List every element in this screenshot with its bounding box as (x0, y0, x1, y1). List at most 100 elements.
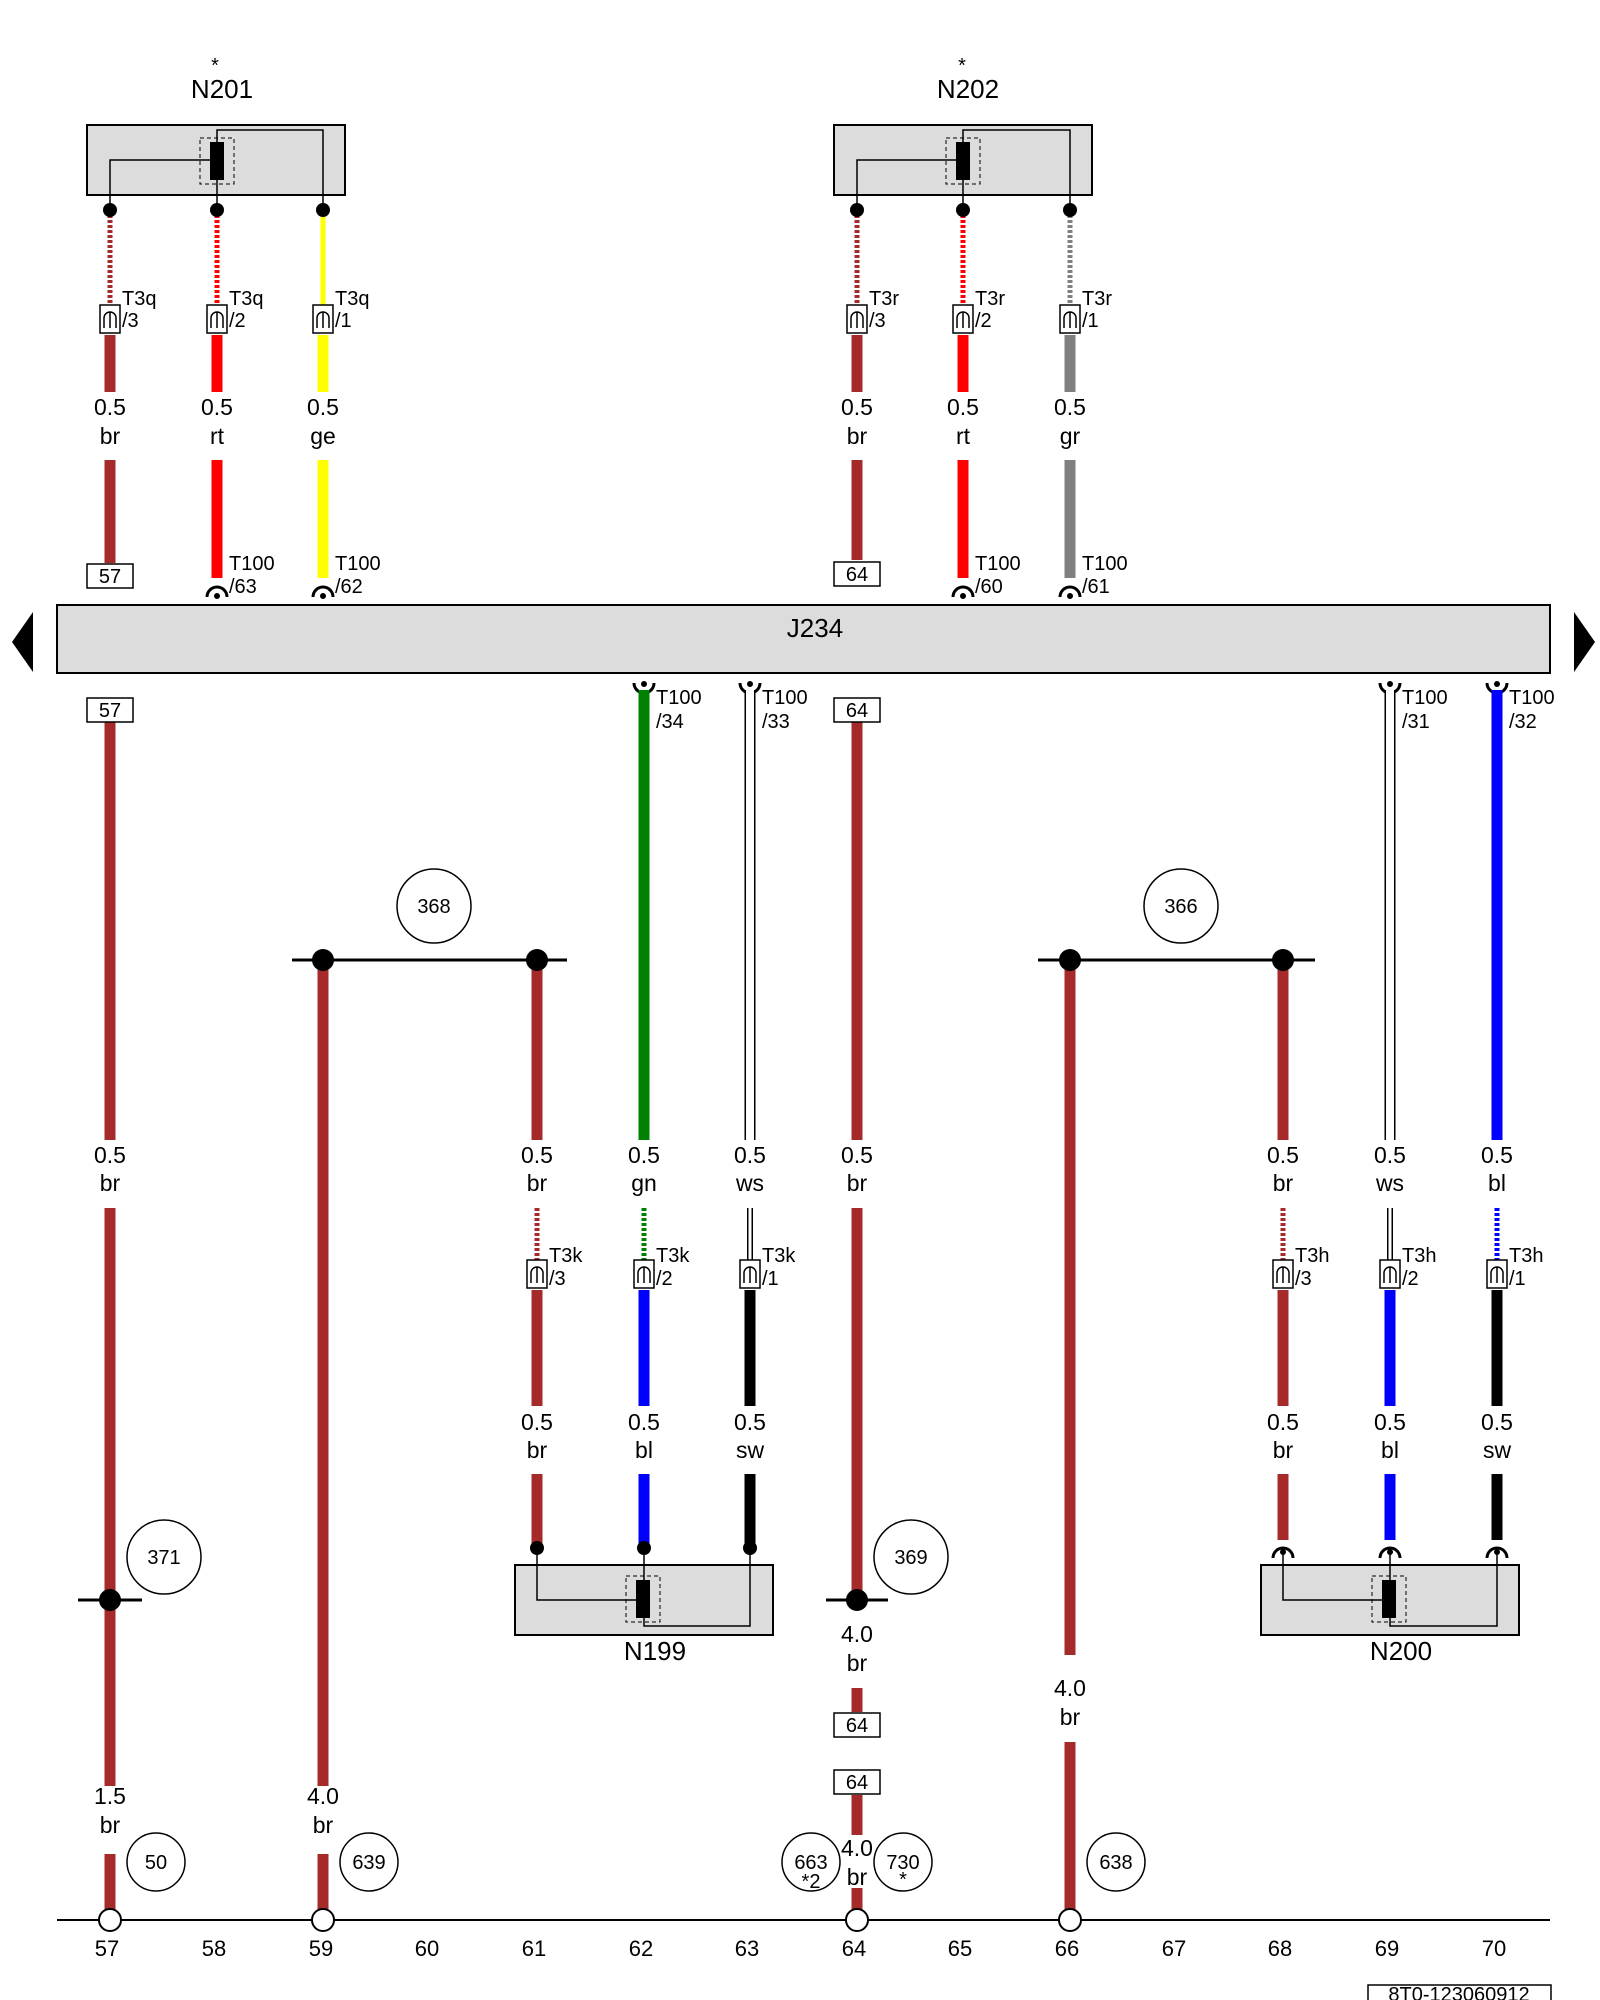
wire-size: 4.0 (1054, 1675, 1086, 1701)
wire-color: br (100, 423, 121, 449)
wire-color: br (847, 423, 868, 449)
connector-symbols-top (99, 304, 1081, 334)
t100-pin: /32 (1509, 711, 1537, 733)
column-number: 66 (1055, 1936, 1079, 1961)
connector-pin: /1 (1509, 1268, 1526, 1290)
wire-size: 0.5 (628, 1142, 660, 1168)
circle-label: 368 (417, 896, 450, 918)
wire-size: 4.0 (841, 1835, 873, 1861)
wire-color: br (847, 1170, 868, 1196)
column-number: 62 (629, 1936, 653, 1961)
ref-box-label: 57 (99, 566, 121, 588)
wire-labels-lower: 0.5 br 0.5 br 0.5 gn 0.5 ws 0.5 br 0.5 b… (94, 1142, 1513, 1890)
t100-pin: /33 (762, 711, 790, 733)
connector-symbols-lower (526, 1259, 1508, 1289)
t100-pin: /31 (1402, 711, 1430, 733)
wire-size: 0.5 (1481, 1142, 1513, 1168)
column-number: 58 (202, 1936, 226, 1961)
wire-color: br (100, 1170, 121, 1196)
connector-pin: /3 (549, 1268, 566, 1290)
component-n199[interactable]: N199 (514, 1541, 774, 1666)
wire-size: 0.5 (94, 1142, 126, 1168)
wire-color: br (847, 1864, 868, 1890)
component-n202[interactable]: N202 * (833, 55, 1093, 210)
ref-box-label: 57 (99, 700, 121, 722)
column-number: 65 (948, 1936, 972, 1961)
connector-pin: /3 (122, 310, 139, 332)
n202-star: * (958, 55, 966, 77)
connector-pin: /2 (975, 310, 992, 332)
t100-pin: /63 (229, 576, 257, 598)
t100-pins-bottom: T100 /34 T100 /33 T100 /31 T100 /32 (632, 681, 1555, 733)
wire-color: br (527, 1170, 548, 1196)
circle-note: * (899, 1869, 907, 1891)
circle-label: 663 (794, 1852, 827, 1874)
wire-size: 0.5 (734, 1409, 766, 1435)
wire-color: br (1060, 1704, 1081, 1730)
wire-size: 0.5 (1267, 1142, 1299, 1168)
wire-size: 0.5 (1374, 1142, 1406, 1168)
connector-pin: /3 (1295, 1268, 1312, 1290)
column-number: 63 (735, 1936, 759, 1961)
circle-label: 369 (894, 1547, 927, 1569)
circle-label: 371 (147, 1547, 180, 1569)
wire-color: rt (956, 423, 971, 449)
wire-size: 0.5 (947, 394, 979, 420)
reference-circles: 368 366 371 369 50 639 663 *2 730 * 638 (126, 868, 1219, 1893)
connector-labels-lower: T3k /3 T3k /2 T3k /1 T3h /3 T3h /2 T3h /… (549, 1245, 1543, 1290)
connector-name: T3r (975, 288, 1005, 310)
wire-size: 4.0 (307, 1783, 339, 1809)
wire-color: ws (1375, 1170, 1404, 1196)
wire-color: bl (1381, 1437, 1399, 1463)
connector-pin: /2 (656, 1268, 673, 1290)
circle-label: 366 (1164, 896, 1197, 918)
wire-color: br (100, 1812, 121, 1838)
wire-size: 0.5 (1481, 1409, 1513, 1435)
t100-pin: /34 (656, 711, 684, 733)
t100-pin: /60 (975, 576, 1003, 598)
wire-color: br (1273, 1437, 1294, 1463)
component-n200[interactable]: N200 (1260, 1546, 1520, 1666)
wire-color: bl (635, 1437, 653, 1463)
t100-name: T100 (229, 553, 275, 575)
arrow-right-icon[interactable] (1574, 612, 1595, 672)
component-j234[interactable]: J234 (56, 604, 1551, 674)
component-n201[interactable]: N201 * (86, 55, 346, 210)
lower-wires (104, 690, 1503, 1912)
wire-color: ws (735, 1170, 764, 1196)
connector-pin: /1 (1082, 310, 1099, 332)
wire-labels-top: 0.5 br 0.5 rt 0.5 ge 0.5 br 0.5 rt 0.5 g… (88, 393, 1092, 457)
column-number: 68 (1268, 1936, 1292, 1961)
column-numbers: 57 58 59 60 61 62 63 64 65 66 67 68 69 7… (95, 1936, 1506, 1961)
n200-label: N200 (1370, 1636, 1432, 1666)
connector-name: T3h (1295, 1245, 1329, 1267)
t100-pins-top: T100 /63 T100 /62 T100 /60 T100 /61 (205, 553, 1128, 599)
connector-pin: /3 (869, 310, 886, 332)
t100-name: T100 (975, 553, 1021, 575)
wire-color: br (527, 1437, 548, 1463)
circle-label: 638 (1099, 1852, 1132, 1874)
t100-pin: /62 (335, 576, 363, 598)
wire-size: 0.5 (94, 394, 126, 420)
t100-name: T100 (335, 553, 381, 575)
ref-box-label: 64 (846, 1715, 868, 1737)
connector-name: T3r (1082, 288, 1112, 310)
wire-size: 0.5 (201, 394, 233, 420)
wire-color: sw (736, 1437, 765, 1463)
column-number: 64 (842, 1936, 866, 1961)
ref-box-label: 64 (846, 1772, 868, 1794)
n201-label: N201 (191, 74, 253, 104)
column-number: 60 (415, 1936, 439, 1961)
ref-box-label: 64 (846, 700, 868, 722)
wire-color: gr (1060, 423, 1081, 449)
connector-pin: /1 (335, 310, 352, 332)
n199-label: N199 (624, 1636, 686, 1666)
circle-note: *2 (802, 1871, 821, 1893)
column-number: 69 (1375, 1936, 1399, 1961)
connector-name: T3q (122, 288, 156, 310)
doc-number-label: 8T0-123060912 (1388, 1984, 1529, 2000)
arrow-left-icon[interactable] (12, 612, 33, 672)
connector-name: T3k (549, 1245, 583, 1267)
document-number: 8T0-123060912 (1367, 1984, 1552, 2000)
